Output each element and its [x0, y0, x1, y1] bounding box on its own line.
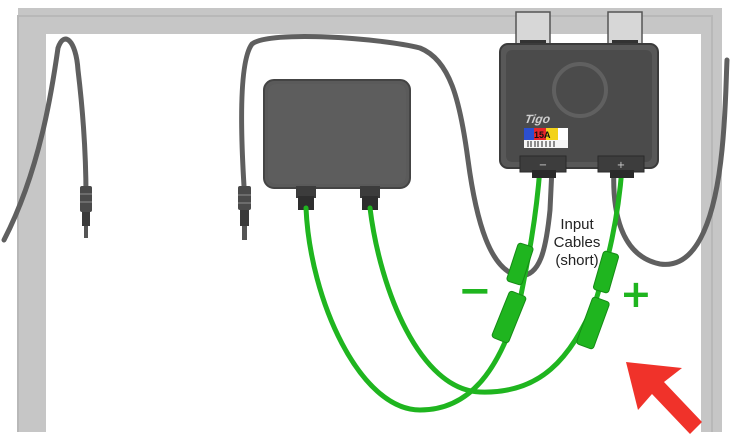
left-panel-cable: [1, 36, 92, 243]
callout-line-2: Cables: [553, 234, 601, 251]
positive-polarity-sign: +: [620, 272, 652, 316]
negative-polarity-sign: −: [458, 268, 492, 314]
green-optimizer-lead-negative: [517, 165, 543, 303]
callout-line-3: (short): [555, 252, 599, 269]
optimizer-brand-label: Tigo: [523, 112, 552, 126]
green-cable-positive: [367, 205, 599, 395]
tigo-optimizer: − +: [499, 43, 659, 178]
panel-output-cable-right: [611, 57, 730, 267]
mc4-connector-icon: [491, 242, 619, 350]
input-cables-callout: Input Cables (short): [535, 216, 619, 270]
callout-line-1: Input: [560, 216, 594, 233]
terminal-positive-label: +: [617, 160, 625, 171]
optimizer-rating-label: 15A: [534, 130, 551, 140]
arrow-icon: [626, 362, 702, 434]
mc4-connector-icon: [238, 186, 251, 240]
terminal-negative-label: −: [539, 160, 547, 171]
green-cable-negative: [303, 205, 523, 413]
mc4-connector-icon: [80, 186, 92, 238]
panel-junction-box: [263, 79, 411, 210]
